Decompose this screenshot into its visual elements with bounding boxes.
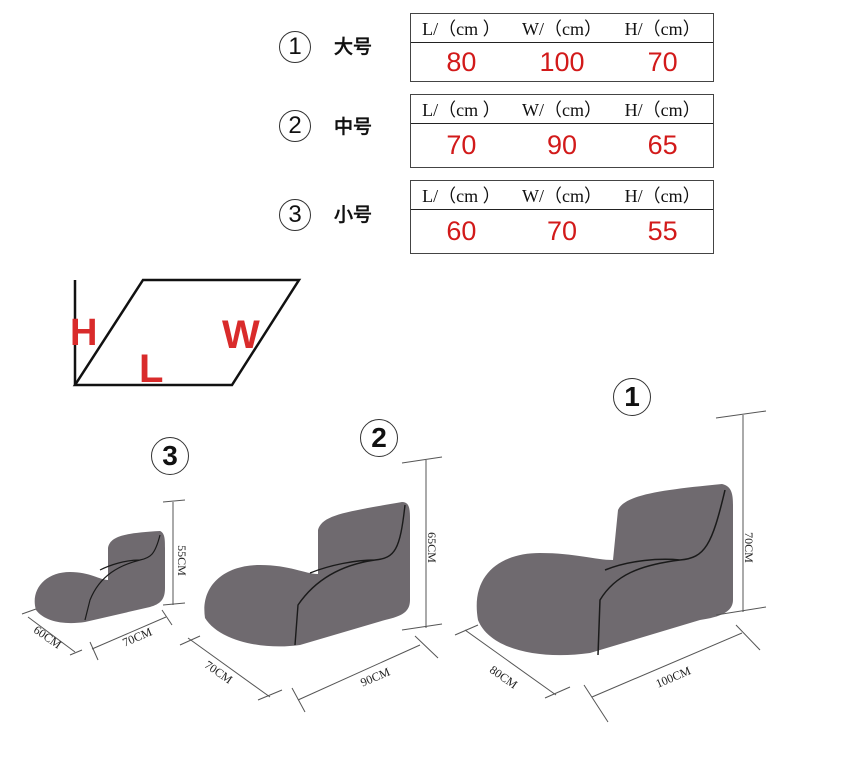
size-3-number-icon: 3 xyxy=(279,199,311,231)
value-length: 60 xyxy=(446,216,477,246)
size-1-name: 大号 xyxy=(334,36,373,58)
view-3-height-label: 55CM xyxy=(174,545,189,576)
legend-l-label: L xyxy=(139,347,164,391)
size-1-number-icon: 1 xyxy=(279,31,311,63)
value-width: 100 xyxy=(539,46,585,77)
view-1-height-label: 70CM xyxy=(741,532,756,563)
header-width: W/（cm） xyxy=(522,186,602,206)
value-height: 65 xyxy=(647,130,678,160)
view-2-number-icon: 2 xyxy=(360,419,398,457)
chair-medium-illustration xyxy=(204,502,410,647)
value-width: 70 xyxy=(546,216,578,246)
header-length: L/（cm ） xyxy=(422,19,501,39)
size-2-table: L/（cm ） W/（cm） H/（cm） 70 90 65 xyxy=(410,94,714,168)
value-length: 80 xyxy=(446,46,477,77)
chair-medium-dimension-lines xyxy=(179,456,443,713)
header-length: L/（cm ） xyxy=(422,186,501,206)
header-length: L/（cm ） xyxy=(422,100,501,120)
header-width: W/（cm） xyxy=(522,19,602,39)
value-length: 70 xyxy=(446,130,477,160)
chair-large-illustration xyxy=(476,484,733,656)
legend-h-label: H xyxy=(70,312,98,354)
value-width: 90 xyxy=(546,130,578,160)
table-header-row: L/（cm ） W/（cm） H/（cm） xyxy=(411,95,713,124)
table-value-row: 80 100 70 xyxy=(411,43,713,81)
table-value-row: 70 90 65 xyxy=(411,124,713,167)
header-height: H/（cm） xyxy=(624,100,701,120)
table-value-row: 60 70 55 xyxy=(411,210,713,253)
value-height: 70 xyxy=(647,46,678,77)
table-header-row: L/（cm ） W/（cm） H/（cm） xyxy=(411,181,713,210)
size-2-number-icon: 2 xyxy=(279,110,311,142)
size-3-table: L/（cm ） W/（cm） H/（cm） 60 70 55 xyxy=(410,180,714,254)
table-header-row: L/（cm ） W/（cm） H/（cm） xyxy=(411,14,713,43)
value-height: 55 xyxy=(647,216,678,246)
chair-small-illustration xyxy=(34,531,165,624)
view-2-height-label: 65CM xyxy=(424,532,439,563)
header-height: H/（cm） xyxy=(624,186,701,206)
legend-w-label: W xyxy=(222,313,260,357)
size-1-table: L/（cm ） W/（cm） H/（cm） 80 100 70 xyxy=(410,13,714,82)
size-2-name: 中号 xyxy=(334,116,373,138)
view-3-number-icon: 3 xyxy=(151,437,189,475)
header-width: W/（cm） xyxy=(522,100,602,120)
view-1-number-icon: 1 xyxy=(613,378,651,416)
header-height: H/（cm） xyxy=(624,19,701,39)
dimension-legend-shape xyxy=(72,278,302,387)
chair-small-dimension-lines xyxy=(21,499,186,661)
chair-large-dimension-lines xyxy=(454,410,767,723)
size-3-name: 小号 xyxy=(334,204,373,226)
